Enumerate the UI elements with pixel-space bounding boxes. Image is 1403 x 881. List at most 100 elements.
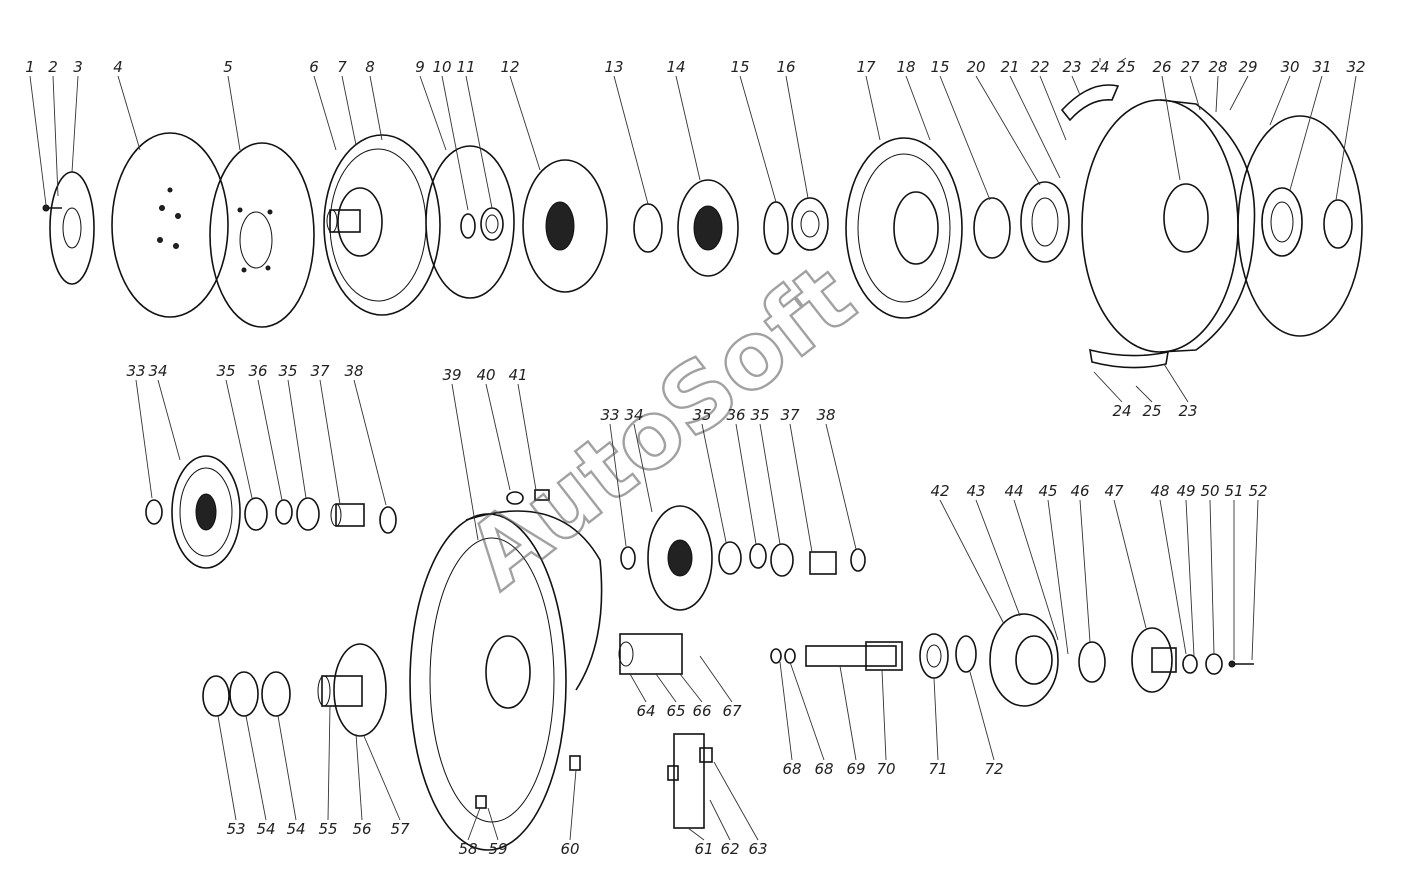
callout-row1-27: 28 xyxy=(1208,58,1227,76)
leader-row1-22 xyxy=(1071,75,1081,96)
callout-row3_mid-0: 64 xyxy=(636,702,655,720)
callout-row2_center-2: 41 xyxy=(508,366,527,384)
callout-row2_left-1: 34 xyxy=(148,362,167,380)
callout-row1-21: 22 xyxy=(1030,58,1049,76)
callout-row1-1: 2 xyxy=(48,58,58,76)
part-34-gear-left xyxy=(171,455,241,569)
part-56-input-flange xyxy=(317,643,387,737)
callout-row2_left-5: 37 xyxy=(310,362,330,380)
callout-row3_shaft-3: 70 xyxy=(876,760,895,778)
callout-row3_center-4: 62 xyxy=(720,840,739,858)
callout-row1-25: 26 xyxy=(1152,58,1171,76)
callout-row2_right-1: 43 xyxy=(966,482,985,500)
leader-row2_right-1 xyxy=(975,499,1021,617)
leader-row1-3 xyxy=(117,75,141,151)
leader-row2_mid-2 xyxy=(701,423,727,543)
callout-row1-17: 18 xyxy=(896,58,915,76)
leader-row1-24 xyxy=(1119,57,1127,63)
leader-row3_shaft-5 xyxy=(969,671,995,761)
callout-row1-22: 23 xyxy=(1062,58,1081,76)
leader-row1-1 xyxy=(52,75,59,197)
leader-row2_left-3 xyxy=(257,379,283,501)
callout-row2_left-4: 35 xyxy=(278,362,297,380)
leader-row3_left-5 xyxy=(363,735,401,821)
part-40-plug xyxy=(506,491,524,505)
callout-row1-19: 20 xyxy=(966,58,985,76)
leader-row3_left-1 xyxy=(245,715,267,821)
callout-row1-20: 21 xyxy=(1000,58,1019,76)
callout-row2_right-8: 50 xyxy=(1200,482,1219,500)
leader-row3_shaft-2 xyxy=(839,665,857,761)
callout-row3_mid-3: 67 xyxy=(722,702,742,720)
leader-row2_center-0 xyxy=(451,383,479,541)
callout-row2_mid-0: 33 xyxy=(600,406,619,424)
callout-row2_right-5: 47 xyxy=(1104,482,1124,500)
leader-row2_mid-4 xyxy=(759,423,781,545)
leader-row3_shaft-3 xyxy=(881,669,887,761)
leader-row1-12 xyxy=(613,75,649,205)
callout-row2_mid-5: 37 xyxy=(780,406,800,424)
leader-row3_mid-3 xyxy=(699,655,733,703)
callout-row1-4: 5 xyxy=(223,58,233,76)
leader-row1-20 xyxy=(1009,75,1061,179)
leader-row2_mid-3 xyxy=(735,423,757,545)
callout-row1-9: 10 xyxy=(432,58,451,76)
callout-row3_shaft-5: 72 xyxy=(984,760,1003,778)
leader-row1-4 xyxy=(227,75,241,151)
part-8-pump-cover xyxy=(323,134,441,316)
callout-row1-3: 4 xyxy=(113,58,123,76)
leader-row3_shaft-0 xyxy=(779,661,793,761)
callout-row3_left-5: 57 xyxy=(390,820,410,838)
leader-row1-11 xyxy=(509,75,541,171)
leader-row2_mid-0 xyxy=(609,423,627,547)
callout-row2_right-9: 51 xyxy=(1224,482,1243,500)
callout-row1-0: 1 xyxy=(25,58,35,76)
part-52-bolt xyxy=(1228,660,1254,668)
leader-row3_shaft-4 xyxy=(933,677,939,761)
callout-row2_right-3: 45 xyxy=(1038,482,1057,500)
callout-row3_center-1: 59 xyxy=(488,840,507,858)
part-48-washer xyxy=(1182,654,1198,674)
callout-row2_right-0: 42 xyxy=(930,482,949,500)
part-41-fitting xyxy=(534,489,550,501)
leader-row2_mid-1 xyxy=(633,423,653,513)
leader-row1-21 xyxy=(1039,75,1067,141)
leader-row1-26 xyxy=(1189,75,1201,111)
callout-row3_shaft-4: 71 xyxy=(928,760,947,778)
callout-row1-18: 15 xyxy=(930,58,949,76)
leader-row1-8 xyxy=(419,75,447,151)
leader-row2_left-1 xyxy=(157,379,181,461)
part-38-ring-mid xyxy=(850,548,866,572)
leader-row1_lower-2 xyxy=(1163,363,1189,403)
callout-row1-15: 16 xyxy=(776,58,795,76)
part-37-sleeve-mid xyxy=(809,551,837,575)
part-32-ring xyxy=(1323,199,1353,249)
leader-row2_center-2 xyxy=(517,383,537,491)
leader-row2_right-2 xyxy=(1013,499,1059,641)
leader-row3_left-3 xyxy=(327,705,331,821)
callout-row1-24: 25 xyxy=(1116,58,1135,76)
leader-row3_center-3 xyxy=(687,827,705,841)
callout-row3_center-0: 58 xyxy=(458,840,477,858)
part-30-gasket xyxy=(1237,115,1363,337)
part-54-oring-a xyxy=(229,671,259,717)
callout-row3_shaft-0: 68 xyxy=(782,760,801,778)
callout-row2_right-4: 46 xyxy=(1070,482,1089,500)
callout-row2_right-10: 52 xyxy=(1248,482,1267,500)
callout-row2_center-0: 39 xyxy=(442,366,461,384)
leader-row1-17 xyxy=(905,75,931,141)
callout-row3_left-3: 55 xyxy=(318,820,337,838)
callout-row2_left-6: 38 xyxy=(344,362,363,380)
callout-row3_left-4: 56 xyxy=(352,820,371,838)
part-23-cover-plate-bottom xyxy=(1089,348,1169,369)
callout-row2_mid-4: 35 xyxy=(750,406,769,424)
part-13-ring xyxy=(633,203,663,253)
part-36-ring-left xyxy=(275,499,293,525)
part-14-stator xyxy=(677,179,739,277)
part-72-ring xyxy=(955,635,977,673)
leader-row1_lower-1 xyxy=(1135,385,1153,403)
leader-row3_center-5 xyxy=(713,761,759,841)
leader-row3_mid-2 xyxy=(679,673,703,703)
callout-row1-28: 29 xyxy=(1238,58,1257,76)
